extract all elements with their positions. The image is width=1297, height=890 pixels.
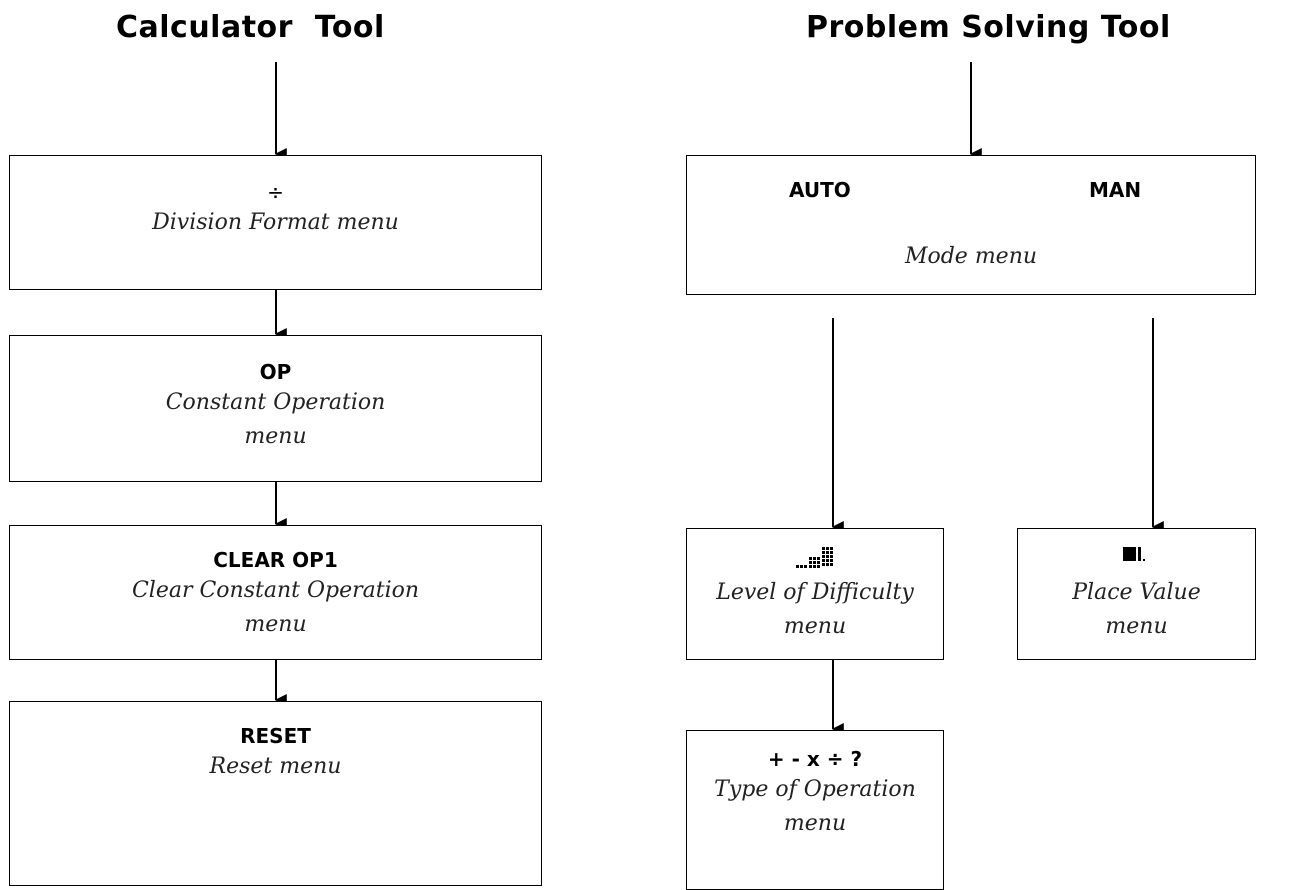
clear-constant-operation-label: Clear Constant Operation — [131, 578, 420, 603]
mode-box: AUTO MAN Mode menu — [686, 155, 1256, 295]
type-of-operation-label: Type of Operation — [714, 777, 916, 802]
place-value-box: Place Value menu — [1017, 528, 1256, 660]
place-value-icon — [1018, 543, 1255, 576]
constant-operation-menu-label: menu — [244, 424, 307, 449]
reset-box: RESET Reset menu — [9, 701, 542, 886]
clear-constant-operation-box: CLEAR OP1 Clear Constant Operation menu — [9, 525, 542, 660]
difficulty-bars-icon — [687, 545, 943, 576]
mode-man-option: MAN — [1089, 178, 1142, 202]
mode-auto-option: AUTO — [789, 178, 851, 202]
reset-code: RESET — [240, 724, 311, 748]
level-of-difficulty-menu-label: menu — [783, 614, 847, 639]
place-value-label: Place Value — [1072, 580, 1201, 605]
operation-symbols: + - x ÷ ? — [767, 747, 863, 771]
problem-solving-tool-title: Problem Solving Tool — [806, 10, 1171, 45]
reset-label: Reset menu — [209, 754, 342, 779]
calculator-tool-title: Calculator Tool — [116, 10, 385, 45]
type-of-operation-box: + - x ÷ ? Type of Operation menu — [686, 730, 944, 890]
constant-operation-label: Constant Operation — [165, 390, 386, 415]
op-code: OP — [259, 360, 292, 384]
level-of-difficulty-label: Level of Difficulty — [716, 580, 914, 605]
mode-menu-label: Mode menu — [904, 244, 1038, 269]
clear-op1-code: CLEAR OP1 — [213, 548, 338, 572]
division-format-label: Division Format menu — [152, 210, 399, 235]
clear-constant-operation-menu-label: menu — [244, 612, 307, 637]
place-value-menu-label: menu — [1105, 614, 1168, 639]
division-code: ÷ — [267, 180, 284, 204]
level-of-difficulty-box: Level of Difficulty menu — [686, 528, 944, 660]
type-of-operation-menu-label: menu — [783, 811, 847, 836]
constant-operation-box: OP Constant Operation menu — [9, 335, 542, 482]
division-format-box: ÷ Division Format menu — [9, 155, 542, 290]
